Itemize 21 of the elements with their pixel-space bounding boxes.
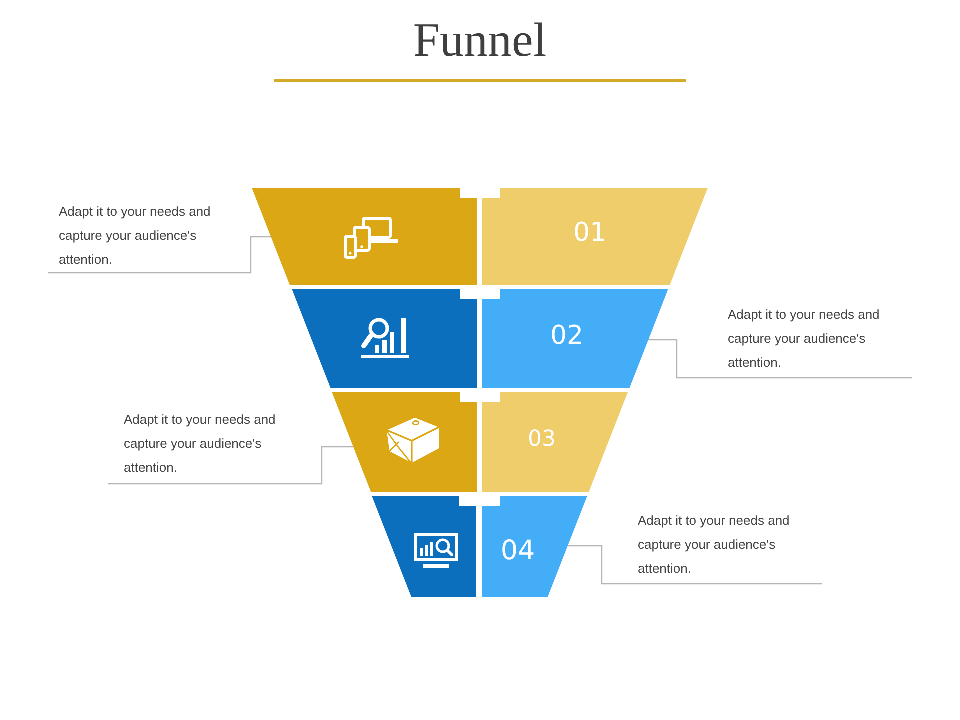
funnel-segment [252, 188, 477, 285]
callout-text: Adapt it to your needs and capture your audience's attention. [108, 408, 284, 484]
funnel-segment [482, 392, 628, 492]
callout-text: Adapt it to your needs and capture your audience's attention. [717, 303, 912, 378]
funnel-segment [482, 188, 708, 285]
funnel-segment [482, 289, 668, 388]
step-number: 01 [573, 220, 607, 246]
step-number: 03 [528, 429, 556, 451]
funnel-segment [332, 392, 477, 492]
callout-text: Adapt it to your needs and capture your audience's attention. [48, 200, 219, 273]
leader-line [568, 545, 822, 585]
funnel-segment [482, 496, 588, 597]
step-number: 04 [500, 538, 536, 564]
step-number: 02 [550, 323, 584, 349]
leader-line [648, 339, 912, 379]
leader-line [48, 236, 272, 274]
funnel-segment [292, 289, 477, 388]
title: Funnel [413, 17, 547, 65]
funnel-segment [372, 496, 477, 597]
leader-line [108, 446, 354, 485]
callout-text: Adapt it to your needs and capture your audience's attention. [627, 509, 822, 584]
